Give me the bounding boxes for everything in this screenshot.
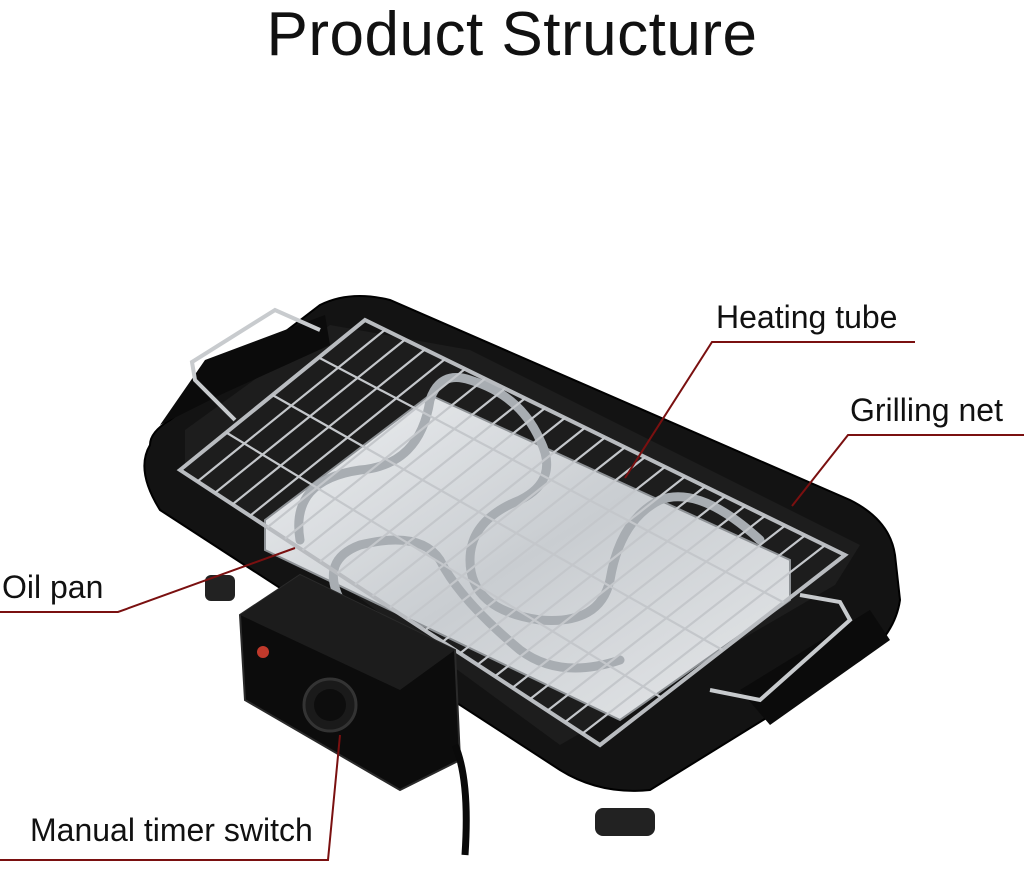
leader-oil-pan	[0, 547, 296, 613]
diagram-title: Product Structure	[266, 0, 758, 69]
leader-grilling-net	[791, 434, 1024, 507]
grilling-net-wires	[196, 328, 826, 735]
left-handle	[160, 315, 330, 425]
right-handle	[740, 610, 890, 725]
rack-cross-wire	[271, 394, 724, 651]
label-oil-pan: Oil pan	[2, 569, 104, 605]
rack-wire-handles	[189, 307, 853, 703]
grill-feet	[205, 575, 655, 836]
leader-lines	[0, 341, 1024, 861]
label-grilling-net: Grilling net	[850, 392, 1003, 428]
leader-heating-tube	[624, 341, 915, 479]
rack-cross-wire	[225, 431, 662, 699]
leader-timer-switch	[0, 734, 341, 861]
label-manual-timer-switch: Manual timer switch	[30, 812, 313, 848]
label-heating-tube: Heating tube	[716, 299, 898, 335]
power-cord	[451, 743, 470, 856]
power-indicator-icon	[257, 646, 269, 658]
heating-tube	[294, 373, 765, 673]
rack-cross-wire	[318, 356, 785, 604]
control-box	[238, 573, 470, 856]
